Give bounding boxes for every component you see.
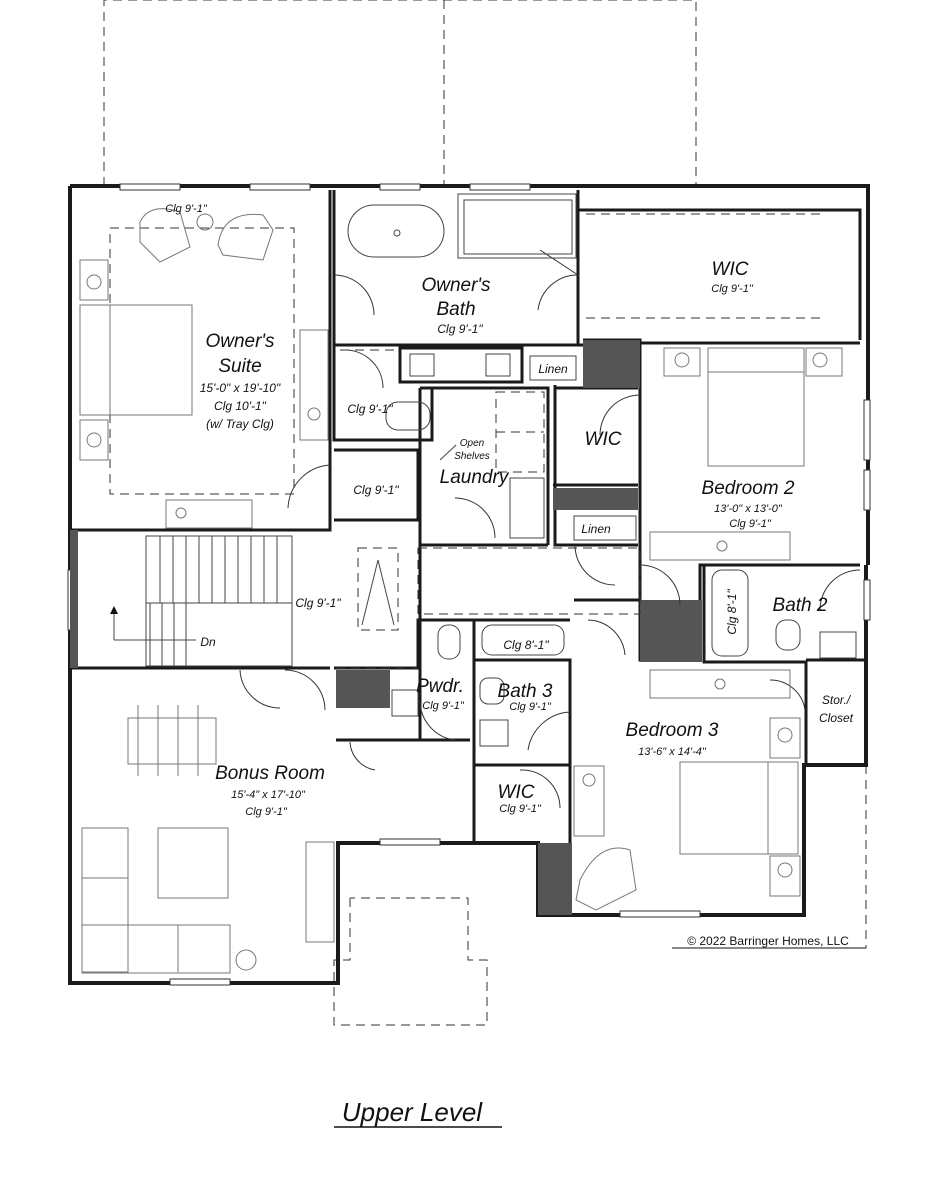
open-shelves-leader xyxy=(439,444,457,461)
bath-2-name: Bath 2 xyxy=(773,595,828,616)
linen-2-name: Linen xyxy=(581,522,611,536)
plan-title: Upper Level xyxy=(342,1097,483,1127)
powder-name: Pwdr. xyxy=(416,676,464,697)
chases xyxy=(70,340,702,915)
owners-bath-name-2: Bath xyxy=(436,299,475,320)
bedroom-2-name: Bedroom 2 xyxy=(702,478,795,499)
bedroom-2-dims: 13'-0" x 13'-0" xyxy=(714,503,783,515)
owners-bath-ceiling: Clg 9'-1" xyxy=(437,322,483,336)
bonus-room-dims: 15'-4" x 17'-10" xyxy=(231,789,306,801)
linen-1-box xyxy=(529,355,577,381)
wc-ceiling: Clg 9'-1" xyxy=(347,402,393,416)
attic-access xyxy=(357,547,399,631)
stair-ceiling: Clg 9'-1" xyxy=(295,596,341,610)
owners-suite-ceiling: Clg 10'-1" xyxy=(214,399,267,413)
bedroom-3-name: Bedroom 3 xyxy=(626,720,719,741)
roof-outline-top xyxy=(103,0,697,186)
stor-closet-2: Closet xyxy=(819,711,854,725)
laundry-fixtures xyxy=(495,391,545,539)
owners-suite-furniture xyxy=(79,208,329,529)
wic-3-name: WIC xyxy=(498,782,535,803)
door-swings xyxy=(239,249,861,809)
bath-3-name: Bath 3 xyxy=(498,681,553,702)
powder-ceiling: Clg 9'-1" xyxy=(422,700,465,712)
owners-suite-dims: 15'-0" x 19'-10" xyxy=(200,381,281,395)
bath-2-fixtures xyxy=(711,569,857,659)
linen-2-box xyxy=(573,515,637,541)
wic-3-ceiling: Clg 9'-1" xyxy=(499,803,542,815)
bath-3-ceiling: Clg 9'-1" xyxy=(509,701,552,713)
bath-2-ceiling: Clg 8'-1" xyxy=(725,589,739,635)
bonus-room-ceiling: Clg 9'-1" xyxy=(245,806,288,818)
owners-bath-name-1: Owner's xyxy=(421,275,491,296)
stair-dn: Dn xyxy=(200,635,216,649)
linen-1-name: Linen xyxy=(538,362,568,376)
bath-3-tub-ceiling: Clg 8'-1" xyxy=(503,638,549,652)
bedroom-2-ceiling: Clg 9'-1" xyxy=(729,518,772,530)
porch-outline-bottom xyxy=(333,764,867,1026)
copyright: © 2022 Barringer Homes, LLC xyxy=(687,934,849,948)
open-shelves-2: Shelves xyxy=(454,451,490,462)
bonus-room-name: Bonus Room xyxy=(215,763,325,784)
ceiling-lines xyxy=(336,213,826,669)
owners-suite-ceiling-top: Clg 9'-1" xyxy=(165,203,208,215)
bedroom-3-furniture xyxy=(573,669,801,911)
owners-suite-note: (w/ Tray Clg) xyxy=(206,417,274,431)
laundry-name: Laundry xyxy=(440,467,510,488)
bonus-room-furniture xyxy=(81,705,335,974)
bedroom-2-furniture xyxy=(649,347,843,561)
open-shelves-1: Open xyxy=(460,438,485,449)
bedroom-3-dims: 13'-6" x 14'-4" xyxy=(638,746,707,758)
owners-suite-name-2: Suite xyxy=(218,356,261,377)
wic-main-name: WIC xyxy=(712,259,749,280)
wic-2-name: WIC xyxy=(585,429,622,450)
stor-closet-1: Stor./ xyxy=(822,693,852,707)
hall-closet-ceiling: Clg 9'-1" xyxy=(353,483,399,497)
wic-main-ceiling: Clg 9'-1" xyxy=(711,283,754,295)
bath-3-powder-fixtures xyxy=(391,624,565,747)
owners-suite-name-1: Owner's xyxy=(205,331,275,352)
interior-walls xyxy=(70,190,866,843)
stairs xyxy=(110,535,293,667)
owners-bath-fixtures xyxy=(347,193,577,431)
